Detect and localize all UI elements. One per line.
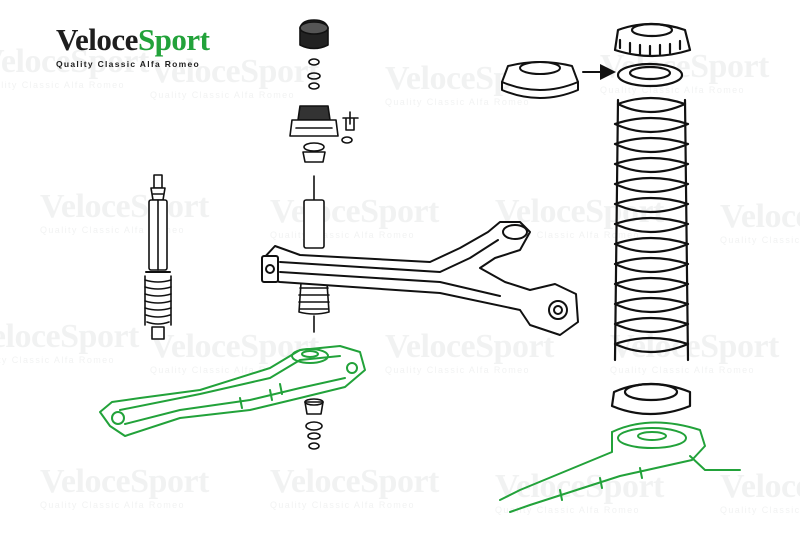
spring-seat-cup — [501, 61, 579, 99]
lower-control-arm — [99, 345, 366, 437]
brand-name-part2: Sport — [137, 22, 210, 57]
shock-absorber — [144, 174, 172, 340]
lower-arm-right — [499, 421, 741, 513]
brand-logo: VeloceSport Quality Classic Alfa Romeo — [56, 22, 246, 69]
a-arm — [261, 221, 579, 336]
damper — [298, 175, 330, 333]
brand-name-part1: Veloce — [56, 22, 138, 57]
upper-mount-stack — [289, 19, 359, 163]
coil-spring — [610, 22, 692, 416]
brand-tagline: Quality Classic Alfa Romeo — [56, 59, 201, 69]
lower-bushes — [304, 398, 324, 450]
